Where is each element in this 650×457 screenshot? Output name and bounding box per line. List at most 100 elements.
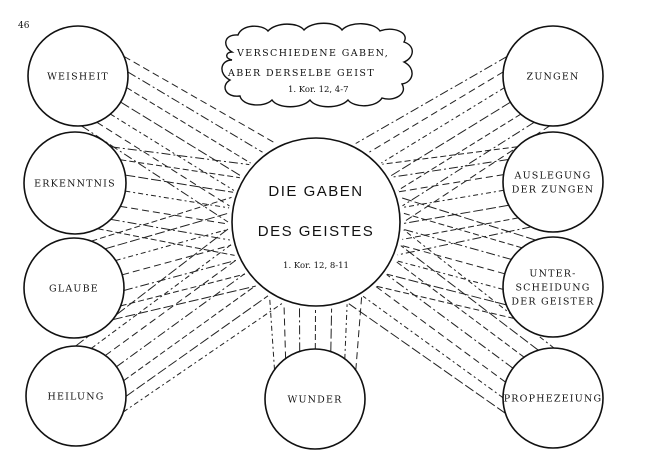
gift-circle — [502, 236, 604, 338]
gift-label: GLAUBE — [49, 284, 99, 295]
gift-circle — [25, 345, 127, 447]
connector-ray — [91, 244, 232, 349]
connector-ray — [330, 308, 333, 352]
connector-ray — [355, 56, 508, 144]
connector-ray — [112, 285, 256, 321]
connector-ray — [120, 159, 240, 179]
connector-ray — [390, 101, 511, 177]
center-circle — [231, 137, 401, 307]
gift-circles: WEISHEIT ERKENNTNIS GLAUBE HEILUNG WUNDER ZUN… — [23, 25, 604, 450]
cloud-banner: VERSCHIEDENE GABEN, ABER DERSELBE GEIST … — [221, 22, 413, 108]
connector-ray — [120, 101, 242, 177]
connector-ray — [105, 259, 237, 356]
gift-circle — [502, 25, 604, 127]
connector-ray — [283, 303, 287, 359]
connector-ray — [402, 189, 504, 208]
gift-wunder: WUNDER — [264, 348, 366, 450]
connector-ray — [344, 304, 348, 359]
connector-ray — [400, 197, 536, 241]
center-circle-group: DIE GABEN DES GEISTES 1. Kor. 12, 8-11 — [231, 137, 401, 307]
center-title-line-2: DES GEISTES — [258, 223, 375, 240]
connector-ray — [395, 259, 504, 290]
connector-ray — [97, 228, 235, 256]
connector-ray — [400, 245, 539, 351]
gift-label: DER GEISTER — [511, 297, 594, 308]
connector-ray — [110, 218, 230, 241]
gift-label: HEILUNG — [47, 392, 104, 403]
gift-heilung: HEILUNG — [25, 345, 127, 447]
gift-label: SCHEIDUNG — [515, 283, 590, 294]
page-number: 46 — [18, 21, 30, 31]
cloud-line-2: ABER DERSELBE GEIST — [227, 68, 375, 79]
connector-ray — [123, 285, 256, 382]
gift-label: WUNDER — [288, 395, 343, 406]
connector-ray — [269, 296, 275, 370]
connector-ray — [398, 174, 504, 193]
center-reference: 1. Kor. 12, 8-11 — [283, 261, 349, 271]
connector-ray — [104, 212, 229, 250]
gift-label: DER ZUNGEN — [512, 185, 594, 196]
connector-ray — [120, 273, 246, 307]
gift-label: AUSLEGUNG — [514, 171, 592, 182]
connector-ray — [115, 228, 229, 261]
connector-ray — [123, 259, 237, 291]
connector-ray — [110, 146, 250, 166]
gift-label: ERKENNTNIS — [34, 179, 116, 190]
connector-ray — [123, 56, 277, 145]
gift-circle — [23, 131, 127, 235]
gift-circle — [23, 237, 125, 339]
gift-weisheit: WEISHEIT — [27, 25, 129, 127]
connector-ray — [403, 204, 509, 224]
connector-ray — [391, 159, 509, 178]
cloud-line-1: VERSCHIEDENE GABEN, — [236, 48, 389, 59]
cloud-shape — [221, 22, 413, 108]
gift-zungen: ZUNGEN — [502, 25, 604, 127]
connector-ray — [382, 146, 518, 165]
connector-ray — [355, 297, 363, 371]
connector-ray — [381, 87, 505, 164]
connector-ray — [400, 244, 505, 275]
connector-ray — [402, 217, 519, 240]
center-title-line-1: DIE GABEN — [268, 183, 363, 200]
gift-unterscheidung: UNTER- SCHEIDUNG DER GEISTER — [502, 236, 604, 338]
gift-glaube: GLAUBE — [23, 237, 125, 339]
connector-ray — [125, 295, 269, 397]
connector-ray — [375, 286, 506, 383]
connector-ray — [122, 244, 232, 276]
connector-ray — [126, 87, 251, 164]
connector-rays — [75, 56, 555, 414]
connector-ray — [402, 121, 535, 207]
connector-ray — [403, 228, 512, 260]
gift-label: ZUNGEN — [527, 72, 580, 83]
gift-circle — [264, 348, 366, 450]
connector-ray — [386, 273, 507, 306]
connector-ray — [125, 174, 234, 193]
gift-label: WEISHEIT — [47, 72, 109, 83]
connector-ray — [386, 274, 514, 369]
connector-ray — [376, 285, 515, 319]
connector-ray — [120, 205, 229, 225]
gift-circle — [27, 25, 129, 127]
connector-ray — [123, 302, 283, 413]
connector-ray — [397, 113, 521, 191]
gift-label: PROPHEZEIUNG — [504, 394, 603, 405]
gift-prophezeiung: PROPHEZEIUNG — [502, 347, 604, 449]
connector-ray — [403, 212, 523, 249]
connector-ray — [125, 190, 230, 209]
gift-erkenntnis: ERKENNTNIS — [23, 131, 127, 235]
connector-ray — [369, 71, 504, 153]
gift-circle — [502, 347, 604, 449]
connector-ray — [348, 303, 506, 414]
connector-ray — [116, 273, 246, 368]
connector-ray — [91, 196, 232, 242]
connector-ray — [110, 113, 235, 191]
gift-circle — [502, 131, 604, 233]
gift-label: UNTER- — [529, 269, 576, 280]
connector-ray — [362, 295, 504, 399]
gift-auslegung: AUSLEGUNG DER ZUNGEN — [502, 131, 604, 233]
connector-ray — [403, 229, 555, 349]
cloud-reference: 1. Kor. 12, 4-7 — [288, 85, 349, 95]
connector-ray — [96, 121, 230, 207]
